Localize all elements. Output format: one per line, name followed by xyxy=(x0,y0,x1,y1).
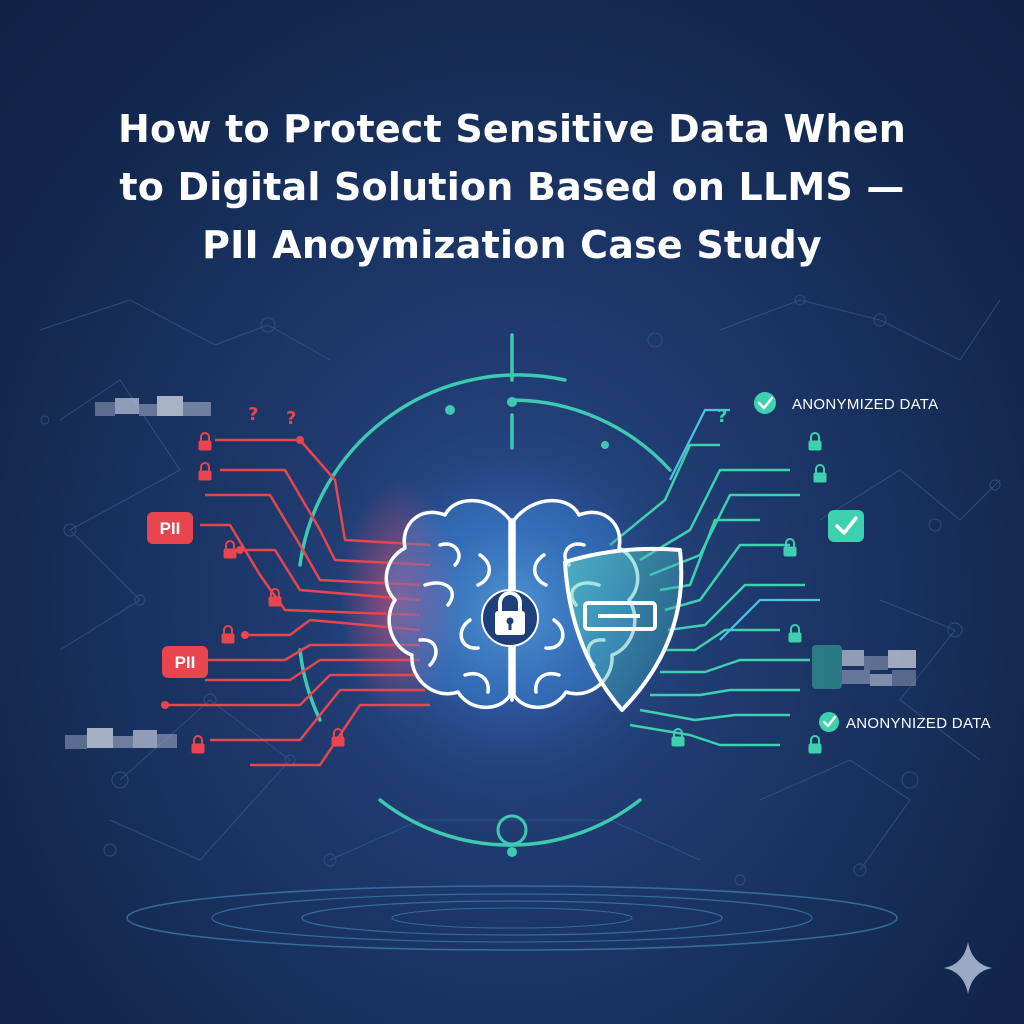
shield-icon xyxy=(563,546,684,712)
question-mark: ? xyxy=(248,404,258,425)
background-network xyxy=(39,294,1001,886)
padlock-icon xyxy=(198,432,212,451)
orbital-rings xyxy=(126,885,898,951)
anonymized-circuit-traces xyxy=(609,443,810,747)
padlock-icon xyxy=(331,728,345,747)
question-marks: ? ? ? xyxy=(248,404,727,429)
padlock-icon xyxy=(813,464,827,483)
sparkle-icon xyxy=(944,942,992,994)
padlock-icon xyxy=(198,462,212,481)
pii-tag-label: PII xyxy=(160,519,181,538)
pii-tag-bottom: PII xyxy=(162,646,208,678)
page-title: How to Protect Sensitive Data When to Di… xyxy=(40,100,984,274)
question-mark: ? xyxy=(717,406,727,427)
question-mark: ? xyxy=(286,408,296,429)
pii-tag-label: PII xyxy=(175,653,196,672)
padlock-icon xyxy=(481,589,539,647)
padlock-icon xyxy=(223,540,237,559)
title-line-2: to Digital Solution Based on LLMS — xyxy=(119,165,905,209)
check-icon xyxy=(819,712,839,732)
padlock-icon xyxy=(808,432,822,451)
anonymized-cyan-traces xyxy=(669,408,820,641)
padlock-icon xyxy=(221,625,235,644)
padlock-icon xyxy=(268,588,282,607)
redacted-input-top xyxy=(95,396,211,416)
anonymized-data-label: ANONYNIZED DATA xyxy=(846,715,991,732)
padlock-icon xyxy=(808,735,822,754)
title-line-3: PII Anoymization Case Study xyxy=(202,223,822,267)
check-icon xyxy=(754,392,776,414)
title-line-1: How to Protect Sensitive Data When xyxy=(118,107,906,151)
pii-tag-top: PII xyxy=(147,512,193,544)
redacted-output xyxy=(812,645,916,689)
padlock-icon xyxy=(191,735,205,754)
pii-trace-nodes xyxy=(161,436,304,709)
redacted-input-bottom xyxy=(65,728,177,749)
padlock-icon xyxy=(783,538,797,557)
padlock-icon xyxy=(788,624,802,643)
anonymized-data-label: ANONYMIZED DATA xyxy=(792,396,938,413)
pii-circuit-traces xyxy=(165,438,431,767)
check-icon xyxy=(828,510,864,542)
